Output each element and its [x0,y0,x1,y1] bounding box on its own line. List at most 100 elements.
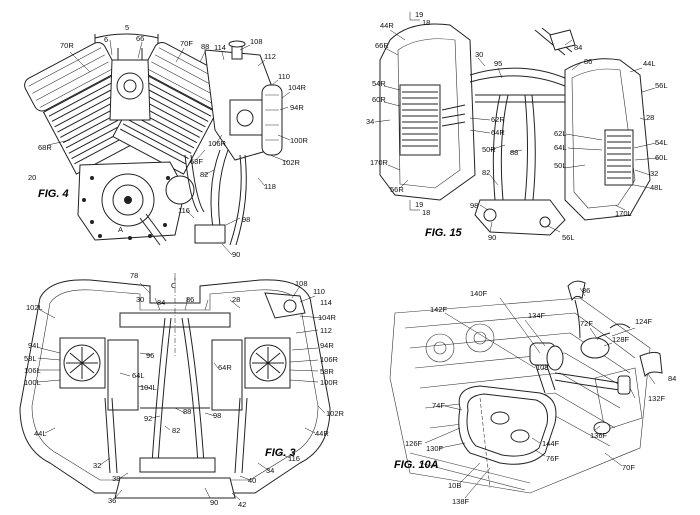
label-98: 98 [213,411,221,420]
figure-3-drawing: 78 C 102L 30 84 86 28 108 110 114 94L 10… [19,271,345,509]
label-66: 66 [136,34,144,43]
label-60l: 60L [655,153,668,162]
label-56r: 56R [390,185,404,194]
label-78: 78 [130,271,138,280]
frame-outline [19,279,331,494]
label-64l: 64L [554,143,567,152]
label-32: 32 [93,461,101,470]
label-94l: 94L [28,341,41,350]
figure-3-caption: FIG. 3 [265,447,296,459]
label-124f: 124F [635,317,653,326]
figure-15-drawing: 19 18 44R 66R 30 95 84 86 44L 54R 60R 34… [366,10,668,242]
label-20: 20 [28,173,36,182]
label-70f: 70F [180,39,193,48]
label-76f: 76F [546,454,559,463]
label-58r: 58R [320,367,334,376]
label-44r: 44R [380,21,394,30]
label-112: 112 [264,52,276,61]
label-42: 42 [238,500,246,509]
right-motor [211,337,291,411]
label-90: 90 [488,233,496,242]
label-95: 95 [494,59,502,68]
label-90: 90 [210,498,218,507]
label-56l-top: 56L [655,81,668,90]
figure-4-caption: FIG. 4 [38,188,69,200]
label-44l: 44L [34,429,47,438]
label-62r: 62R [491,115,505,124]
label-116: 116 [178,206,190,215]
label-40: 40 [248,476,256,485]
label-130f: 130F [426,444,444,453]
label-126f: 126F [405,439,423,448]
label-84: 84 [574,43,582,52]
label-88: 88 [183,407,191,416]
label-60r: 60R [372,95,386,104]
label-98: 98 [470,201,478,210]
label-64r: 64R [491,128,505,137]
label-104r: 104R [288,83,307,92]
label-19-top: 19 [415,10,423,19]
label-72f: 72F [580,319,593,328]
label-110: 110 [278,72,290,81]
label-132f: 132F [648,394,666,403]
label-118: 118 [264,182,276,191]
label-44r: 44R [315,429,329,438]
label-64r: 64R [218,363,232,372]
label-114: 114 [214,43,226,52]
label-108: 108 [536,363,549,372]
label-38: 38 [112,474,120,483]
figure-15-caption: FIG. 15 [425,227,463,239]
label-108: 108 [250,37,263,46]
label-28: 28 [646,113,654,122]
label-144f: 144F [542,439,560,448]
label-142f: 142F [430,305,448,314]
label-10b: 10B [448,481,461,490]
label-44l: 44L [643,59,656,68]
figure-15-panel: 19 18 44R 66R 30 95 84 86 44L 54R 60R 34… [350,0,700,258]
label-70f: 70F [622,463,635,472]
figure-10a-panel: 86 140F 142F 134F 72F 124F 128F 108 84 1… [350,258,700,515]
figure-3-panel: 78 C 102L 30 84 86 28 108 110 114 94L 10… [0,258,350,515]
label-36: 36 [108,496,116,505]
label-54r: 54R [372,79,386,88]
label-82: 82 [172,426,180,435]
label-70r: 70R [60,41,74,50]
label-30: 30 [136,295,144,304]
label-102l: 102L [26,303,43,312]
label-106r: 106R [320,355,339,364]
label-c: C [171,281,177,290]
label-84: 84 [157,298,165,307]
left-oil-cooler [399,84,441,156]
label-114: 114 [320,298,332,307]
label-96: 96 [146,351,154,360]
label-102r: 102R [282,158,301,167]
label-170r: 170R [370,158,389,167]
label-34: 34 [366,117,374,126]
label-90: 90 [232,250,240,258]
label-104l: 104L [140,383,157,392]
label-30: 30 [475,50,483,59]
label-88: 88 [510,148,518,157]
figure-10a-caption: FIG. 10A [394,459,439,471]
label-82: 82 [200,170,208,179]
label-86: 86 [186,295,194,304]
label-62l: 62L [554,129,567,138]
label-134f: 134F [528,311,546,320]
label-102r: 102R [326,409,345,418]
label-84: 84 [668,374,676,383]
label-110: 110 [313,287,325,296]
label-106l: 106L [24,366,41,375]
label-68r: 68R [38,143,52,152]
label-18-top: 18 [422,18,430,27]
label-54l: 54L [655,138,668,147]
label-66r: 66R [375,41,389,50]
label-48l: 48L [650,183,663,192]
label-88: 88 [201,42,209,51]
label-32: 32 [650,169,658,178]
label-86: 86 [582,286,590,295]
label-94r: 94R [290,103,304,112]
figure-4-drawing: 5 6 66 70R 70F 88 114 108 112 110 104R 9… [24,23,309,258]
label-64l: 64L [132,371,145,380]
label-92: 92 [144,414,152,423]
label-74f: 74F [432,401,445,410]
